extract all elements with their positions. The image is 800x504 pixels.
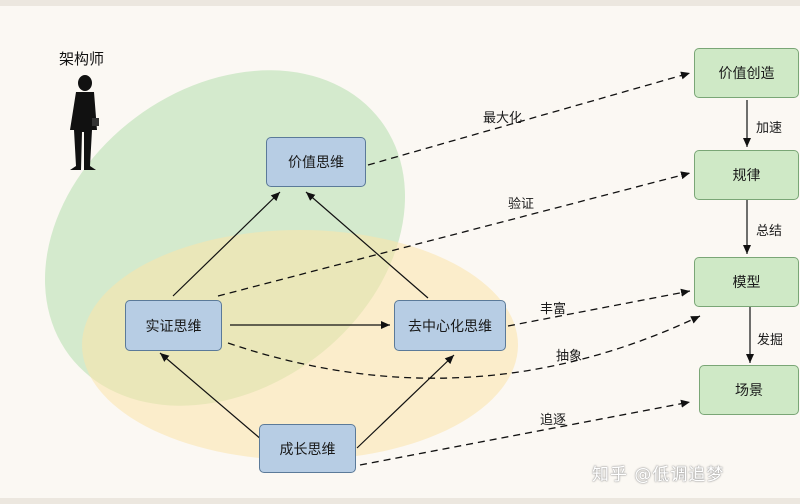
- label-abstract: 抽象: [556, 349, 583, 364]
- bottom-border: [0, 498, 800, 504]
- label-accelerate: 加速: [756, 121, 783, 136]
- architect-title: 架构师: [59, 50, 105, 68]
- label-maximize: 最大化: [483, 111, 523, 126]
- node-decentralized-thinking: 去中心化思维: [394, 300, 506, 351]
- dashed-arrow-maximize: [367, 71, 691, 166]
- watermark: 知乎 @低调追梦: [592, 465, 725, 485]
- node-value-creation: 价值创造: [694, 48, 799, 98]
- label-pursue: 追逐: [540, 413, 567, 428]
- arrow-growth-to-decentralized: [356, 354, 455, 449]
- node-empirical-thinking: 实证思维: [125, 300, 222, 351]
- arrow-decentralized-to-value: [305, 191, 429, 299]
- arrow-growth-to-empirical: [159, 352, 263, 441]
- label-summarize: 总结: [756, 224, 783, 239]
- node-value-thinking: 价值思维: [266, 137, 366, 187]
- label-discover: 发掘: [757, 333, 784, 348]
- arrow-empirical-to-value: [172, 191, 281, 297]
- dashed-arrow-abstract: [227, 315, 701, 379]
- node-model: 模型: [694, 257, 799, 307]
- label-enrich: 丰富: [540, 302, 567, 317]
- dashed-arrow-pursue: [359, 399, 691, 466]
- top-border: [0, 0, 800, 6]
- dashed-arrow-enrich: [507, 288, 691, 327]
- architect-figure-icon: [70, 75, 99, 170]
- node-growth-thinking: 成长思维: [259, 424, 356, 473]
- label-verify: 验证: [508, 197, 535, 212]
- dashed-arrow-verify: [217, 171, 691, 297]
- yellow-zone: [82, 230, 518, 460]
- node-law: 规律: [694, 150, 799, 200]
- node-scene: 场景: [699, 365, 799, 415]
